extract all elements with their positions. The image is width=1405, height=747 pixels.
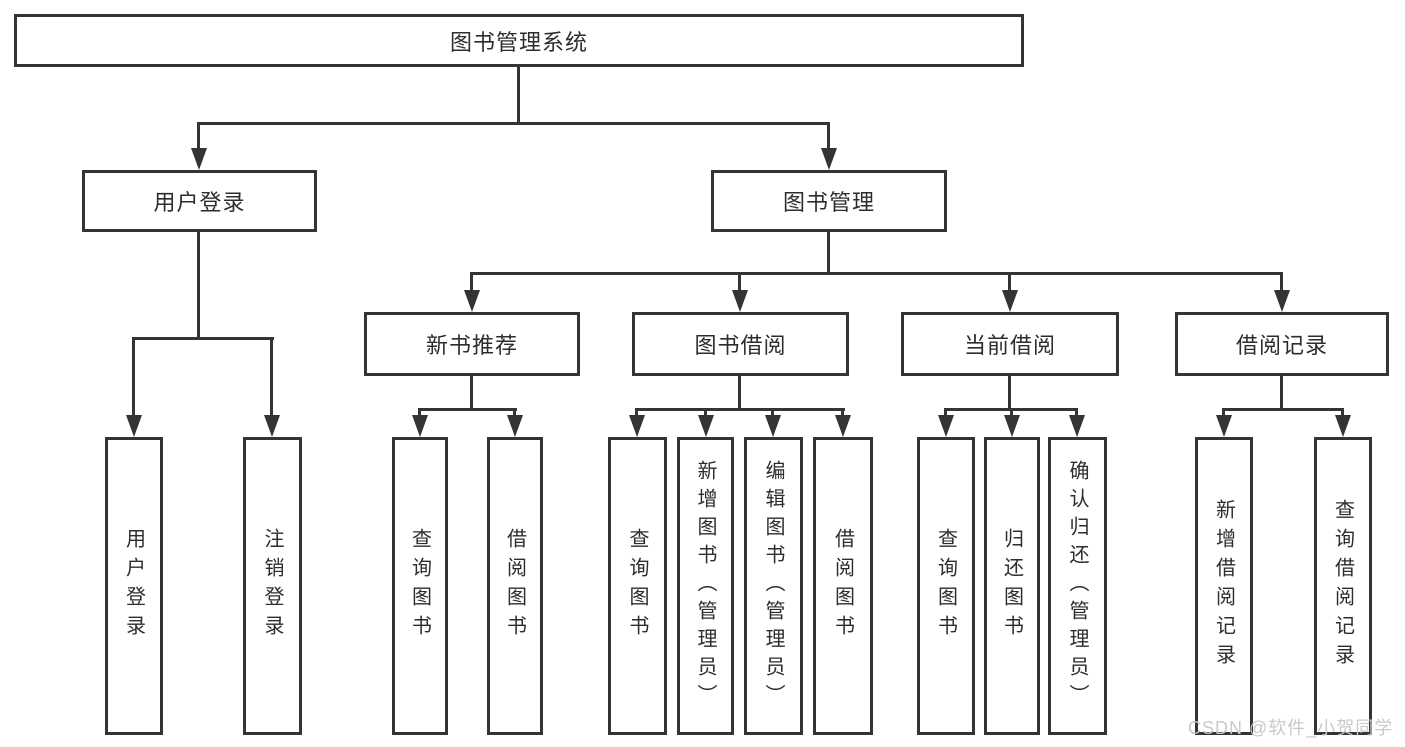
node-user-login: 用户登录: [82, 170, 317, 232]
arrowhead-down-icon: [126, 415, 142, 437]
arrowhead-down-icon: [938, 415, 954, 437]
connector-level2-bar: [197, 122, 830, 125]
arrowhead-down-icon: [765, 415, 781, 437]
arrowhead-down-icon: [1335, 415, 1351, 437]
connector-management-stem: [827, 232, 830, 272]
connector-login-stem: [197, 232, 200, 337]
arrowhead-down-icon: [264, 415, 280, 437]
node-current-borrowing: 当前借阅: [901, 312, 1119, 376]
arrowhead-down-icon: [1216, 415, 1232, 437]
node-borrowing-records: 借阅记录: [1175, 312, 1389, 376]
connector-to-user-login: [197, 122, 200, 150]
arrowhead-down-icon: [412, 415, 428, 437]
connector-leaf: [1010, 408, 1013, 417]
connector-leaf: [1341, 408, 1344, 417]
arrowhead-down-icon: [732, 290, 748, 312]
connector-leaf: [771, 408, 774, 417]
leaf-borrow-books-recommend: 借阅图书: [487, 437, 543, 735]
connector-records-stem: [1280, 374, 1283, 408]
connector-to-book-borrowing: [738, 272, 741, 292]
leaf-borrow-books: 借阅图书: [813, 437, 873, 735]
connector-leaf: [1222, 408, 1225, 417]
connector-bookborrow-bar: [635, 408, 845, 411]
leaf-logout: 注销登录: [243, 437, 302, 735]
leaf-add-books-admin: 新增图书（管理员）: [677, 437, 734, 735]
arrowhead-down-icon: [821, 148, 837, 170]
connector-bookborrow-stem: [738, 374, 741, 408]
arrowhead-down-icon: [1002, 290, 1018, 312]
connector-leaf: [1075, 408, 1078, 417]
arrowhead-down-icon: [698, 415, 714, 437]
connector-leaf: [418, 408, 421, 417]
leaf-user-login: 用户登录: [105, 437, 163, 735]
arrowhead-down-icon: [629, 415, 645, 437]
node-new-book-recommendation: 新书推荐: [364, 312, 580, 376]
connector-currentborrow-stem: [1008, 374, 1011, 408]
leaf-query-borrow-record: 查询借阅记录: [1314, 437, 1372, 735]
node-book-borrowing: 图书借阅: [632, 312, 849, 376]
connector-leaf: [704, 408, 707, 417]
arrowhead-down-icon: [835, 415, 851, 437]
connector-root-stem: [517, 67, 520, 122]
connector-newbook-bar: [418, 408, 517, 411]
leaf-return-books: 归还图书: [984, 437, 1040, 735]
connector-leaf: [841, 408, 844, 417]
connector-leaf: [513, 408, 516, 417]
arrowhead-down-icon: [1274, 290, 1290, 312]
connector-newbook-stem: [470, 374, 473, 408]
leaf-query-books-borrowing: 查询图书: [608, 437, 667, 735]
connector-to-leaf-logout: [270, 337, 273, 417]
leaf-edit-books-admin: 编辑图书（管理员）: [744, 437, 803, 735]
node-library-management-system: 图书管理系统: [14, 14, 1024, 67]
node-book-management: 图书管理: [711, 170, 947, 232]
leaf-confirm-return-admin: 确认归还（管理员）: [1048, 437, 1107, 735]
arrowhead-down-icon: [1069, 415, 1085, 437]
connector-level3-bar: [470, 272, 1283, 275]
connector-to-leaf-user-login: [132, 337, 135, 417]
connector-leaf: [635, 408, 638, 417]
connector-to-borrowing-records: [1280, 272, 1283, 292]
connector-to-book-management: [827, 122, 830, 150]
csdn-watermark: CSDN @软件_小贺同学: [1188, 718, 1394, 738]
connector-login-bar: [132, 337, 274, 340]
connector-leaf: [944, 408, 947, 417]
arrowhead-down-icon: [507, 415, 523, 437]
leaf-add-borrow-record: 新增借阅记录: [1195, 437, 1253, 735]
leaf-query-books-current: 查询图书: [917, 437, 975, 735]
connector-to-new-book: [470, 272, 473, 292]
arrowhead-down-icon: [191, 148, 207, 170]
leaf-query-books-recommend: 查询图书: [392, 437, 448, 735]
arrowhead-down-icon: [1004, 415, 1020, 437]
connector-records-bar: [1222, 408, 1344, 411]
arrowhead-down-icon: [464, 290, 480, 312]
connector-to-current-borrowing: [1008, 272, 1011, 292]
